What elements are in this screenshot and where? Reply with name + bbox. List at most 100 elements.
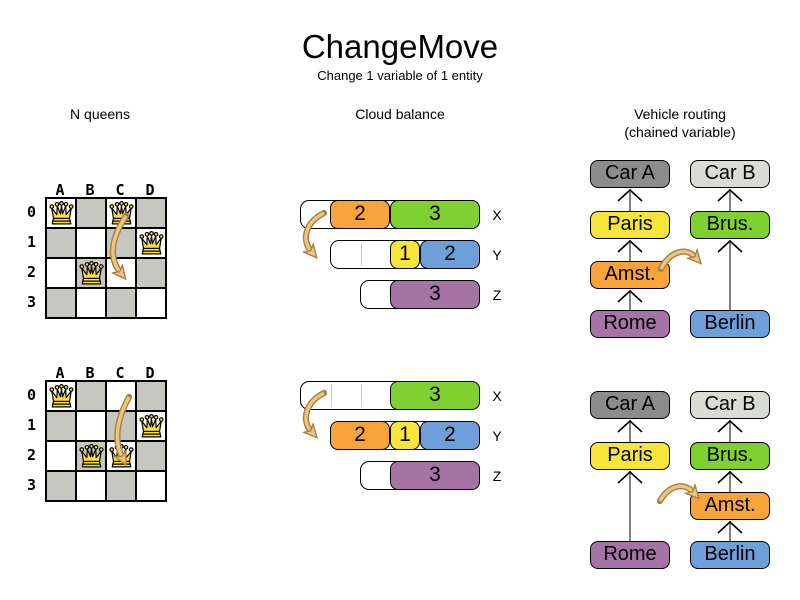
slot-divider [361, 384, 362, 407]
page-title: ChangeMove [301, 28, 499, 65]
computer-row [360, 280, 480, 309]
section-header-nqueens: N queens [70, 106, 130, 122]
arrowhead-chevron-icon [617, 470, 643, 484]
board-cell [46, 471, 76, 501]
page-subtitle: Change 1 variable of 1 entity [317, 68, 483, 83]
computer-row [330, 421, 480, 450]
board-cell [46, 288, 76, 318]
computer-label: Y [492, 428, 502, 444]
queen-icon [78, 442, 105, 469]
column-label: B [85, 181, 95, 199]
row-label: 0 [26, 386, 37, 404]
board-cell [136, 441, 166, 471]
board-cell [136, 198, 166, 228]
row-label: 0 [26, 203, 37, 221]
move-arrow-cloud-before [306, 209, 328, 251]
arrowhead-chevron-icon [617, 239, 643, 253]
chain-arrow [717, 188, 743, 211]
move-arrow-cloud-after [306, 389, 328, 431]
chain-node: Brus. [690, 442, 770, 470]
chain-arrow [717, 470, 743, 492]
chain-arrow [617, 188, 643, 211]
chain-node: Paris [590, 211, 670, 239]
process-block: 2 [330, 200, 390, 229]
queen-icon [48, 199, 75, 226]
queen-icon [48, 382, 75, 409]
arrowhead-chevron-icon [717, 470, 743, 484]
board-cell [46, 411, 76, 441]
process-block: 1 [390, 240, 420, 269]
process-block: 2 [420, 421, 480, 450]
row-label: 1 [26, 233, 37, 251]
column-label: B [85, 364, 95, 382]
board-cell [76, 198, 106, 228]
computer-label: X [492, 207, 502, 223]
slot-divider [361, 243, 362, 266]
chain-node: Car B [690, 160, 770, 188]
chain-arrow [717, 520, 743, 541]
arrowhead-chevron-icon [617, 289, 643, 303]
chain-arrow [717, 419, 743, 442]
process-block: 2 [420, 240, 480, 269]
computer-label: Z [492, 287, 502, 303]
arrowhead-chevron-icon [717, 419, 743, 433]
computer-label: Z [492, 468, 502, 484]
queen-icon [78, 259, 105, 286]
move-arrow-vehicle-before [657, 252, 695, 273]
column-label: C [115, 364, 125, 382]
board-cell [46, 258, 76, 288]
chain-node: Car A [590, 160, 670, 188]
column-label: C [115, 181, 125, 199]
board-cell [106, 381, 136, 411]
slot-divider [331, 384, 332, 407]
process-block: 3 [390, 280, 480, 309]
board-cell [106, 258, 136, 288]
board-cell [106, 228, 136, 258]
chain-node: Berlin [690, 541, 770, 569]
column-label: D [145, 364, 155, 382]
board-cell [46, 441, 76, 471]
board-cell [136, 381, 166, 411]
column-label: D [145, 181, 155, 199]
chain-arrow [717, 239, 743, 310]
arrowhead-chevron-icon [717, 239, 743, 253]
section-header-vehicle: Vehicle routing (chained variable) [600, 105, 760, 141]
section-header-vehicle-line2: (chained variable) [624, 124, 736, 140]
chain-node: Amst. [590, 261, 670, 289]
board-cell [136, 258, 166, 288]
arrowhead-chevron-icon [717, 520, 743, 534]
chain-node: Brus. [690, 211, 770, 239]
board-cell [76, 288, 106, 318]
board-cell [46, 228, 76, 258]
process-block: 1 [390, 421, 420, 450]
board-cell [76, 381, 106, 411]
chain-node: Amst. [690, 492, 770, 520]
move-arrow-vehicle-after [656, 483, 693, 505]
arrowhead-chevron-icon [717, 188, 743, 202]
process-block: 2 [330, 421, 390, 450]
chain-arrow [617, 239, 643, 261]
chain-node: Car B [690, 391, 770, 419]
computer-row [360, 461, 480, 490]
computer-row [300, 200, 480, 229]
row-label: 2 [26, 446, 37, 464]
queen-icon [138, 229, 165, 256]
chain-node: Rome [590, 310, 670, 338]
chain-node: Berlin [690, 310, 770, 338]
board-cell [106, 288, 136, 318]
chain-node: Rome [590, 541, 670, 569]
board-cell [76, 411, 106, 441]
computer-row [300, 381, 480, 410]
arrowhead-chevron-icon [617, 419, 643, 433]
arrowhead-chevron-icon [617, 188, 643, 202]
row-label: 3 [26, 293, 37, 311]
section-header-vehicle-line1: Vehicle routing [634, 106, 726, 122]
process-block: 3 [390, 461, 480, 490]
column-label: A [55, 364, 65, 382]
queen-icon [108, 199, 135, 226]
board-cell [136, 471, 166, 501]
section-header-cloud: Cloud balance [355, 106, 445, 122]
